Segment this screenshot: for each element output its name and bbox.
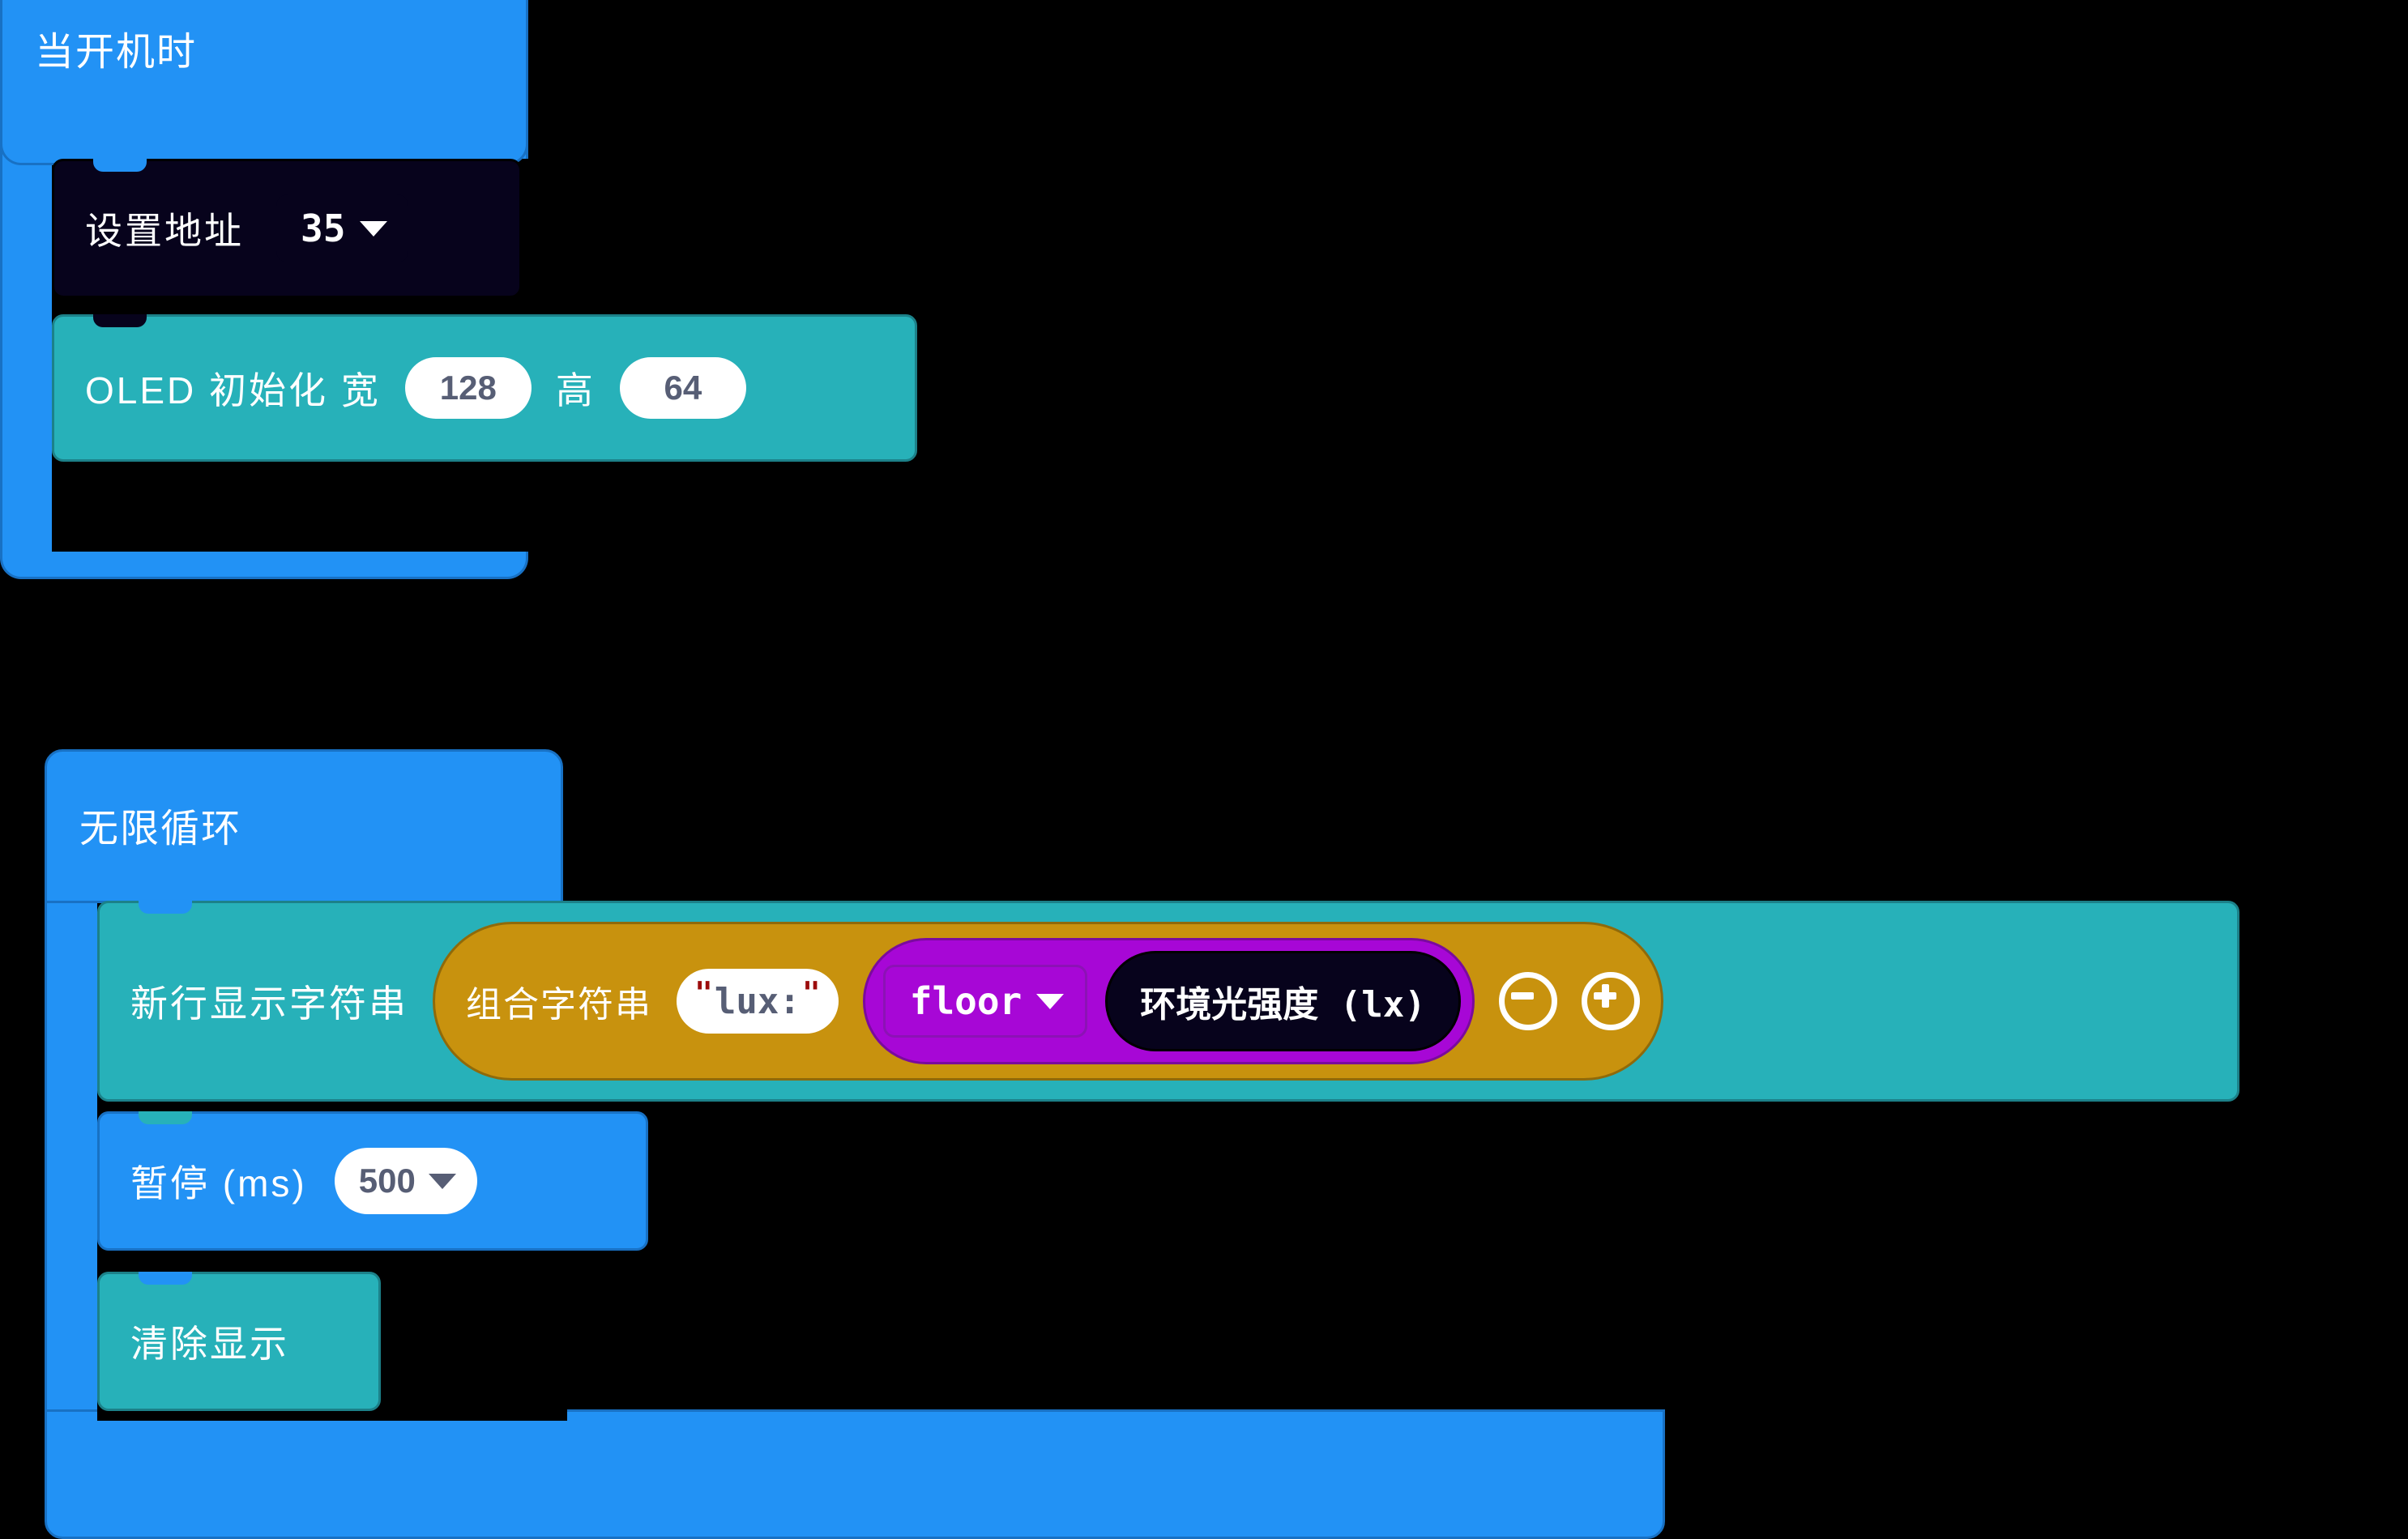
math-op-dropdown[interactable]: floor (882, 965, 1088, 1038)
reporter-ambient-light[interactable]: 环境光强度 (lx) (1105, 951, 1461, 1051)
ambient-light-label: 环境光强度 (lx) (1140, 984, 1426, 1025)
chevron-down-icon (1036, 993, 1065, 1009)
plus-circle-icon[interactable] (1581, 972, 1640, 1030)
forever-foot-gap (97, 1409, 567, 1421)
on-start-label: 当开机时 (35, 31, 198, 74)
minus-circle-icon[interactable] (1498, 972, 1557, 1030)
string-literal-input[interactable]: " lux: " (677, 969, 839, 1034)
notch-icon (139, 1111, 192, 1124)
block-show-string-newline[interactable]: 新行显示字符串 组合字符串 " lux: " floor 环境光强度 (lx) (97, 901, 2239, 1102)
forever-hat[interactable]: 无限循环 (45, 749, 563, 903)
notch-icon (139, 1272, 192, 1285)
clear-display-label: 清除显示 (130, 1323, 289, 1365)
reporter-join-string[interactable]: 组合字符串 " lux: " floor 环境光强度 (lx) (433, 922, 1663, 1081)
block-oled-init[interactable]: OLED 初始化 宽 128 高 64 (52, 314, 917, 462)
quote-open-icon: " (694, 975, 713, 1011)
pause-label: 暂停 (ms) (130, 1162, 307, 1204)
notch-icon (93, 314, 147, 327)
pause-duration-value: 500 (358, 1162, 416, 1200)
oled-width-input[interactable]: 128 (404, 357, 532, 419)
quote-close-icon: " (801, 975, 821, 1011)
address-dropdown[interactable]: 35 (276, 194, 409, 262)
oled-init-label: OLED 初始化 宽 (85, 369, 381, 411)
oled-height-label: 高 (555, 369, 596, 411)
set-address-label: 设置地址 (85, 210, 244, 252)
reporter-math-op[interactable]: floor 环境光强度 (lx) (862, 938, 1475, 1064)
notch-icon (139, 901, 192, 914)
oled-height-input[interactable]: 64 (619, 357, 746, 419)
block-clear-display[interactable]: 清除显示 (97, 1272, 381, 1411)
address-value: 35 (301, 207, 346, 250)
pause-duration-dropdown[interactable]: 500 (334, 1148, 477, 1214)
block-pause-ms[interactable]: 暂停 (ms) 500 (97, 1111, 648, 1251)
forever-label: 无限循环 (79, 808, 242, 850)
block-set-address[interactable]: 设置地址 35 (52, 159, 522, 298)
on-start-hat[interactable]: 当开机时 (0, 0, 528, 165)
notch-icon (93, 159, 147, 172)
forever-foot[interactable] (45, 1409, 1665, 1539)
math-op-value: floor (909, 979, 1023, 1023)
join-string-label: 组合字符串 (466, 985, 652, 1025)
show-string-label: 新行显示字符串 (130, 983, 408, 1025)
chevron-down-icon (428, 1173, 456, 1189)
string-literal-value: lux: (714, 980, 801, 1022)
chevron-down-icon (360, 220, 388, 237)
